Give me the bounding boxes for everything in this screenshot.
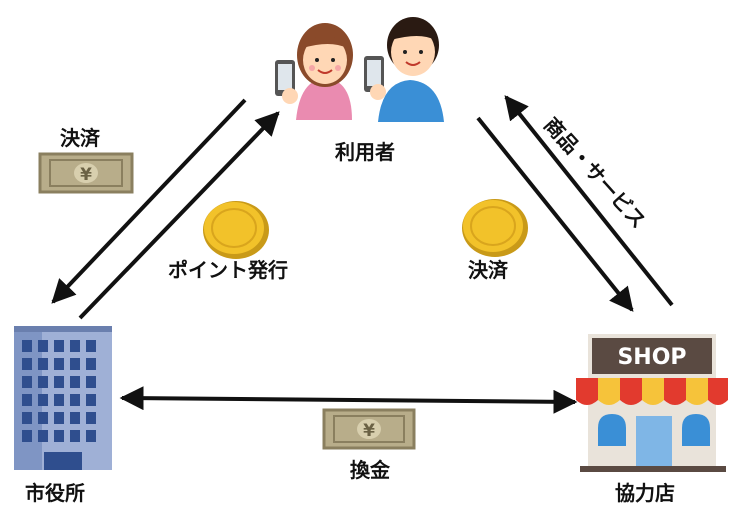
arrow-users-to-cityhall bbox=[51, 98, 247, 304]
label-exchange: 換金 bbox=[350, 458, 390, 482]
arrow-users-to-shop bbox=[476, 116, 634, 312]
arrow-cityhall-shop-exchange bbox=[119, 386, 578, 414]
label-city-hall: 市役所 bbox=[25, 481, 85, 505]
label-users: 利用者 bbox=[335, 140, 395, 164]
label-shop: 協力店 bbox=[615, 481, 675, 505]
banknote-bottom: ¥ bbox=[322, 408, 416, 450]
city-hall-building bbox=[14, 326, 112, 470]
shop-building: SHOP bbox=[576, 334, 728, 472]
yen-symbol: ¥ bbox=[80, 165, 92, 185]
yen-symbol: ¥ bbox=[363, 421, 375, 441]
arrow-cityhall-to-users bbox=[78, 111, 280, 320]
arrow-shop-to-users bbox=[504, 95, 674, 307]
label-payment-left: 決済 bbox=[60, 126, 100, 150]
users-illustration bbox=[275, 17, 444, 122]
label-payment-right: 決済 bbox=[468, 258, 508, 282]
coin-right bbox=[462, 199, 528, 257]
label-point-issue: ポイント発行 bbox=[168, 258, 288, 282]
banknote-left: ¥ bbox=[38, 152, 134, 194]
coin-left bbox=[203, 201, 269, 259]
shop-sign-text: SHOP bbox=[617, 345, 686, 370]
